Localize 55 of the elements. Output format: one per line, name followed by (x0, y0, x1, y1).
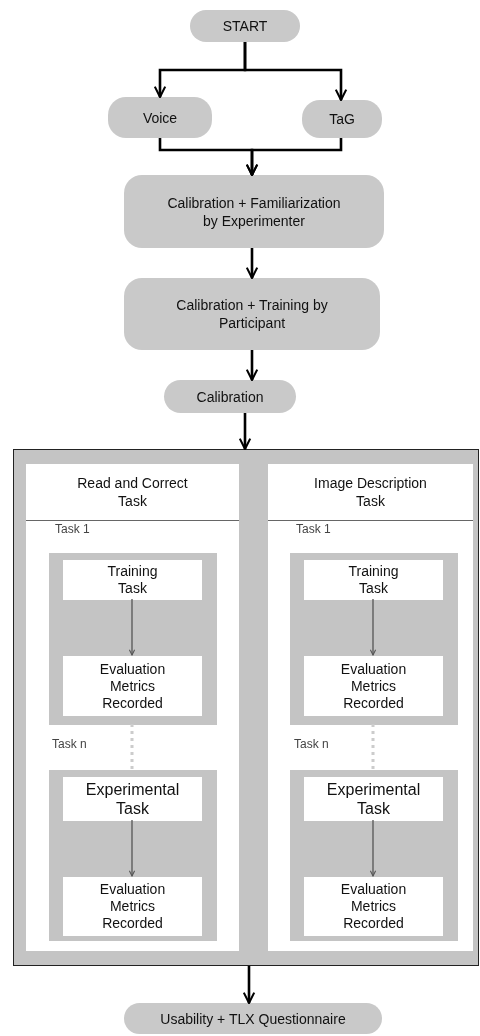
task-panel (26, 464, 239, 951)
task-group-box (290, 770, 458, 941)
arrow (242, 966, 256, 1005)
step-box (304, 560, 443, 600)
connector-line (130, 724, 134, 769)
task-group-box (49, 553, 217, 725)
step-box (63, 560, 202, 600)
process-pill (302, 100, 382, 138)
panel-heading: Image Description Task (268, 464, 473, 521)
task-label: Task n (294, 737, 329, 751)
node-text: Experimental Task (85, 780, 180, 818)
container-box (13, 449, 479, 966)
node-text: Evaluation Metrics Recorded (98, 660, 167, 712)
node-text: Experimental Task (326, 780, 421, 818)
process-pill (124, 1003, 382, 1034)
arrow (369, 819, 377, 877)
node-text: Calibration + Familiarization by Experimenter (166, 193, 342, 230)
arrow (128, 819, 136, 877)
arrow (238, 413, 252, 451)
arrow (245, 350, 259, 382)
arrow (243, 42, 348, 102)
node-text: Evaluation Metrics Recorded (98, 881, 167, 932)
process-pill (190, 10, 300, 42)
step-box (63, 877, 202, 936)
task-label: Task n (52, 737, 87, 751)
node-text: TaG (329, 110, 355, 128)
arrow (369, 598, 377, 656)
node-text: Voice (142, 108, 178, 127)
process-pill (108, 97, 212, 138)
node-text: START (222, 17, 268, 35)
step-box (304, 656, 443, 716)
node-text: Training Task (347, 563, 400, 597)
arrow (128, 598, 136, 656)
step-box (63, 656, 202, 716)
step-box (304, 877, 443, 936)
node-text: Training Task (106, 563, 159, 597)
connector-line (371, 724, 375, 769)
step-box (304, 777, 443, 821)
arrow (245, 138, 343, 177)
task-group-box (290, 553, 458, 725)
panel-heading: Read and Correct Task (26, 464, 239, 521)
node-text: Usability + TLX Questionnaire (160, 1009, 346, 1028)
task-group-box (49, 770, 217, 941)
process-pill (124, 278, 380, 350)
process-pill (124, 175, 384, 248)
task-label: Task 1 (55, 522, 90, 536)
node-text: Calibration + Training by Participant (175, 296, 329, 332)
task-label: Task 1 (296, 522, 331, 536)
node-text: Calibration (196, 387, 264, 406)
arrow (245, 248, 259, 280)
node-text: Evaluation Metrics Recorded (339, 660, 408, 712)
task-panel (268, 464, 473, 951)
step-box (63, 777, 202, 821)
process-pill (164, 380, 296, 413)
node-text: Evaluation Metrics Recorded (339, 881, 408, 932)
